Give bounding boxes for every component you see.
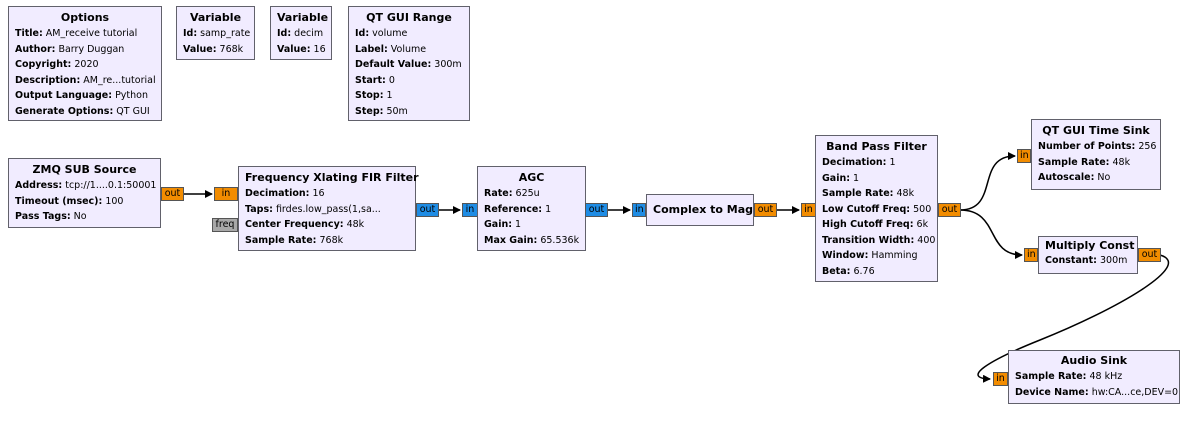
xlating-in-port[interactable]: in <box>214 187 238 201</box>
param-row: Max Gain: 65.536k <box>484 234 580 246</box>
param-row: Rate: 625u <box>484 188 540 199</box>
mult-in-port[interactable]: in <box>1024 248 1038 262</box>
options-block[interactable]: Options Title: AM_receive tutorial Autho… <box>8 6 162 121</box>
wire-bpf-to-timesink <box>959 152 1016 211</box>
param-row: Sample Rate: 768k <box>245 234 344 246</box>
param-row: Gain: 1 <box>484 219 522 230</box>
param-row: Decimation: 16 <box>245 188 325 199</box>
param-row: Id: samp_rate <box>183 28 251 39</box>
param-row: Pass Tags: No <box>15 211 87 222</box>
param-row: Address: tcp://1....0.1:50001 <box>15 180 157 191</box>
zmq-sub-source-block[interactable]: ZMQ SUB Source Address: tcp://1....0.1:5… <box>8 158 161 228</box>
param-row: High Cutoff Freq: 6k <box>822 219 929 230</box>
zmq-out-port[interactable]: out <box>161 187 184 201</box>
param-row: Sample Rate: 48k <box>1038 156 1131 168</box>
band-pass-filter-block[interactable]: Band Pass Filter Decimation: 1 Gain: 1 S… <box>815 135 938 282</box>
wire-bpf-to-mult <box>959 209 1023 259</box>
c2mag-in-port[interactable]: in <box>632 203 646 217</box>
bpf-out-port[interactable]: out <box>938 203 961 217</box>
block-title: Variable <box>277 11 329 24</box>
agc-out-port[interactable]: out <box>585 203 608 217</box>
param-row: Value: 768k <box>183 43 244 55</box>
param-row: Id: decim <box>277 28 324 39</box>
param-row: Gain: 1 <box>822 172 860 184</box>
param-row: Start: 0 <box>355 74 395 86</box>
xlating-freq-port[interactable]: freq <box>212 218 238 232</box>
qt-gui-time-sink-block[interactable]: QT GUI Time Sink Number of Points: 256 S… <box>1031 119 1161 190</box>
param-row: Sample Rate: 48k <box>822 188 915 199</box>
param-row: Stop: 1 <box>355 90 393 101</box>
param-row: Autoscale: No <box>1038 172 1111 183</box>
timesink-in-port[interactable]: in <box>1017 149 1031 163</box>
param-row: Title: AM_receive tutorial <box>15 28 138 39</box>
param-row: Default Value: 300m <box>355 59 462 70</box>
param-row: Reference: 1 <box>484 203 552 215</box>
complex-to-mag-block[interactable]: Complex to Mag <box>646 194 754 226</box>
param-row: Label: Volume <box>355 43 427 55</box>
param-row: Number of Points: 256 <box>1038 141 1157 152</box>
param-row: Beta: 6.76 <box>822 265 875 277</box>
xlating-out-port[interactable]: out <box>416 203 439 217</box>
block-title: Complex to Mag <box>653 203 754 216</box>
param-row: Output Language: Python <box>15 90 148 101</box>
param-row: Sample Rate: 48 kHz <box>1015 371 1123 382</box>
param-row: Low Cutoff Freq: 500 <box>822 203 932 215</box>
audio-sink-block[interactable]: Audio Sink Sample Rate: 48 kHz Device Na… <box>1008 350 1180 404</box>
param-row: Decimation: 1 <box>822 157 896 168</box>
param-row: Device Name: hw:CA...ce,DEV=0 <box>1015 386 1179 398</box>
block-title: AGC <box>518 171 545 184</box>
param-row: Center Frequency: 48k <box>245 219 365 230</box>
block-title: Variable <box>189 11 242 24</box>
param-row: Step: 50m <box>355 105 408 117</box>
block-title: Multiply Const <box>1045 239 1135 252</box>
block-title: QT GUI Time Sink <box>1042 124 1150 137</box>
block-title: QT GUI Range <box>366 11 452 24</box>
agc-block[interactable]: AGC Rate: 625u Reference: 1 Gain: 1 Max … <box>477 166 586 251</box>
block-title: ZMQ SUB Source <box>32 163 137 176</box>
c2mag-out-port[interactable]: out <box>754 203 777 217</box>
param-row: Constant: 300m <box>1045 255 1128 266</box>
block-title: Band Pass Filter <box>826 140 927 153</box>
qt-gui-range-block[interactable]: QT GUI Range Id: volume Label: Volume De… <box>348 6 470 121</box>
param-row: Description: AM_re...tutorial <box>15 74 156 86</box>
agc-in-port[interactable]: in <box>462 203 478 217</box>
param-row: Window: Hamming <box>822 250 918 261</box>
param-row: Author: Barry Duggan <box>15 43 125 55</box>
audio-in-port[interactable]: in <box>993 372 1008 386</box>
param-row: Generate Options: QT GUI <box>15 105 150 117</box>
bpf-in-port[interactable]: in <box>801 203 816 217</box>
param-row: Id: volume <box>355 28 408 39</box>
block-title: Audio Sink <box>1060 354 1128 367</box>
variable-decim-block[interactable]: Variable Id: decim Value: 16 <box>270 6 332 60</box>
variable-samp-rate-block[interactable]: Variable Id: samp_rate Value: 768k <box>176 6 255 60</box>
freq-xlating-fir-filter-block[interactable]: Frequency Xlating FIR Filter Decimation:… <box>238 166 419 251</box>
mult-out-port[interactable]: out <box>1138 248 1161 262</box>
param-row: Timeout (msec): 100 <box>15 195 124 207</box>
multiply-const-block[interactable]: Multiply Const Constant: 300m <box>1038 236 1138 274</box>
param-row: Copyright: 2020 <box>15 59 99 70</box>
block-title: Options <box>60 11 110 24</box>
param-row: Transition Width: 400 <box>822 234 936 246</box>
block-title: Frequency Xlating FIR Filter <box>245 171 419 184</box>
param-row: Taps: firdes.low_pass(1,sa... <box>245 203 381 215</box>
param-row: Value: 16 <box>277 43 326 55</box>
